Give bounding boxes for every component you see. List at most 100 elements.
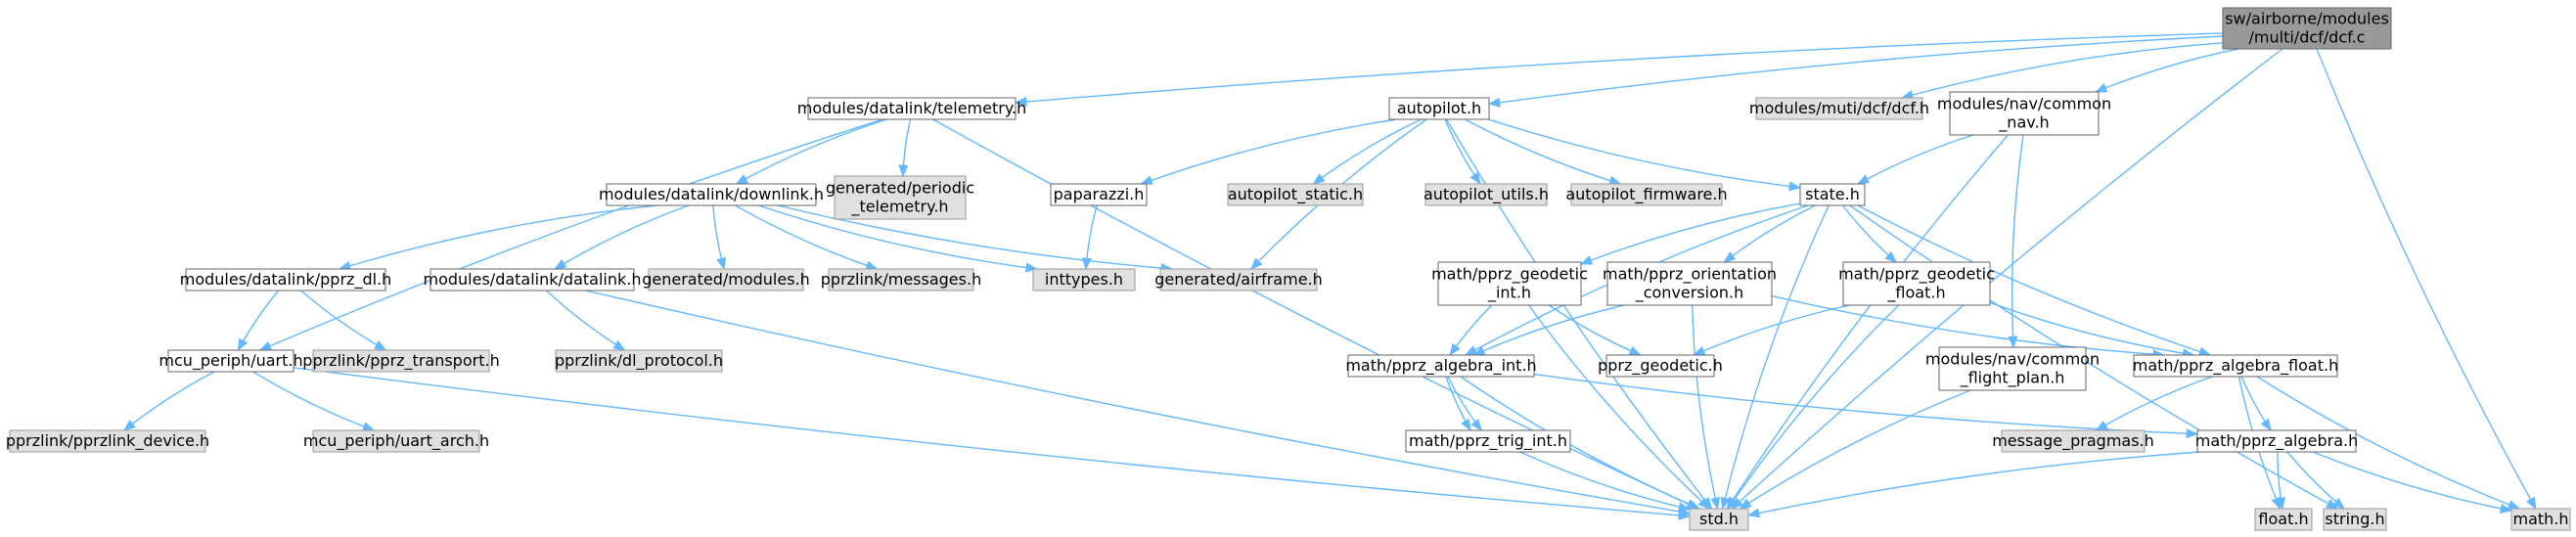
node-box-root xyxy=(2222,7,2392,50)
node-label: _nav.h xyxy=(1998,113,2049,133)
node-box-paparazzi xyxy=(1050,183,1148,206)
edges-layer xyxy=(122,32,2537,520)
node-pprz_geodetic[interactable]: pprz_geodetic.h xyxy=(1598,354,1723,378)
node-box-orientation xyxy=(1606,261,1773,306)
edge-autopilot-to-ap_firmware xyxy=(1465,118,1622,186)
node-gen_modules: generated/modules.h xyxy=(642,268,810,291)
edge-orientation-to-stdh xyxy=(1692,304,1721,511)
node-algebra_int[interactable]: math/pprz_algebra_int.h xyxy=(1345,354,1537,378)
node-label: mcu_periph/uart.h xyxy=(158,351,302,371)
edge-algebra-to-stdh xyxy=(1746,451,2200,518)
node-box-algebra xyxy=(2196,429,2357,453)
node-datalink[interactable]: modules/datalink/datalink.h xyxy=(424,268,642,291)
node-box-algebra_int xyxy=(1347,354,1535,378)
node-box-geodetic_int xyxy=(1437,261,1582,306)
node-label: pprzlink/messages.h xyxy=(821,270,981,289)
node-dl_protocol: pprzlink/dl_protocol.h xyxy=(555,349,723,373)
node-label: math/pprz_geodetic xyxy=(1838,265,1995,285)
node-box-pprz_geodetic xyxy=(1605,354,1715,378)
node-label: pprzlink/dl_protocol.h xyxy=(555,351,723,371)
node-box-pprz_dl xyxy=(185,268,386,291)
edge-geodetic_float-to-pprz_geodetic xyxy=(1693,304,1850,356)
edge-root-to-autopilot xyxy=(1487,35,2224,108)
node-algebra_float[interactable]: math/pprz_algebra_float.h xyxy=(2133,354,2338,378)
node-trig_int[interactable]: math/pprz_trig_int.h xyxy=(1405,429,1571,453)
edge-downlink-to-messages xyxy=(735,204,879,271)
node-label: _float.h xyxy=(1886,284,1945,303)
edge-navcommon-to-flight_plan xyxy=(2008,134,2024,349)
node-label: autopilot_utils.h xyxy=(1424,185,1549,204)
edge-autopilot-to-ap_static xyxy=(1312,118,1422,185)
node-label: math/pprz_trig_int.h xyxy=(1409,431,1567,451)
edge-datalink-to-dl_protocol xyxy=(545,290,626,351)
edge-orientation-to-algebra_int xyxy=(1472,304,1625,356)
edge-state-to-geodetic_int xyxy=(1579,202,1801,265)
node-uart_arch: mcu_periph/uart_arch.h xyxy=(303,429,489,453)
node-box-gen_modules xyxy=(648,268,804,291)
node-ap_utils: autopilot_utils.h xyxy=(1424,183,1549,206)
edge-geodetic_int-to-stdh xyxy=(1527,304,1711,510)
node-box-trig_int xyxy=(1405,429,1571,453)
node-pprz_transport: pprzlink/pprz_transport.h xyxy=(302,349,500,373)
edge-geodetic_float-to-algebra_float xyxy=(1989,301,2195,359)
node-downlink[interactable]: modules/datalink/downlink.h xyxy=(599,183,824,206)
node-box-algebra_float xyxy=(2133,354,2338,378)
node-label: math.h xyxy=(2512,510,2568,528)
node-telemetry[interactable]: modules/datalink/telemetry.h xyxy=(797,97,1027,120)
node-box-mathh xyxy=(2510,508,2571,531)
node-inttypes: inttypes.h xyxy=(1032,268,1136,291)
edge-state-to-geodetic_float xyxy=(1841,204,1898,263)
node-label: mcu_periph/uart_arch.h xyxy=(303,431,489,451)
node-box-ap_static xyxy=(1227,183,1364,206)
node-autopilot[interactable]: autopilot.h xyxy=(1388,97,1490,120)
node-stdh: std.h xyxy=(1689,508,1749,531)
edge-state-to-orientation xyxy=(1723,204,1816,263)
edge-geodetic_int-to-algebra_int xyxy=(1449,304,1493,357)
edge-telemetry-to-periodic xyxy=(898,118,912,178)
node-msg_pragmas: message_pragmas.h xyxy=(1992,429,2154,453)
node-floath: float.h xyxy=(2254,508,2313,531)
node-label: autopilot_static.h xyxy=(1228,185,1363,204)
node-box-stdh xyxy=(1689,508,1749,531)
node-algebra[interactable]: math/pprz_algebra.h xyxy=(2195,429,2359,453)
edge-navcommon-to-state xyxy=(1856,134,1974,185)
node-box-floath xyxy=(2254,508,2313,531)
edge-root-to-stdh xyxy=(1731,48,2283,510)
node-orientation[interactable]: math/pprz_orientation_conversion.h xyxy=(1603,261,1777,306)
node-label: pprzlink/pprz_transport.h xyxy=(302,351,499,371)
node-state[interactable]: state.h xyxy=(1799,183,1866,206)
node-mathh: math.h xyxy=(2510,508,2571,531)
node-box-state xyxy=(1799,183,1866,206)
edge-telemetry-to-uart xyxy=(258,118,883,351)
node-root[interactable]: sw/airborne/modules/multi/dcf/dcf.c xyxy=(2222,7,2392,50)
node-label: /multi/dcf/dcf.c xyxy=(2249,28,2366,47)
edge-algebra-to-floath xyxy=(2275,451,2285,511)
node-geodetic_float[interactable]: math/pprz_geodetic_float.h xyxy=(1838,261,1995,306)
node-label: generated/airframe.h xyxy=(1154,270,1323,289)
edge-algebra_float-to-msg_pragmas xyxy=(2095,376,2213,431)
node-label: float.h xyxy=(2258,510,2308,528)
node-messages: pprzlink/messages.h xyxy=(821,268,981,291)
node-uart[interactable]: mcu_periph/uart.h xyxy=(158,349,303,373)
node-label: math/pprz_geodetic xyxy=(1431,265,1588,285)
edge-downlink-to-gen_modules xyxy=(712,204,726,271)
node-box-dcfh xyxy=(1755,97,1923,120)
node-paparazzi[interactable]: paparazzi.h xyxy=(1050,183,1148,206)
node-box-messages xyxy=(828,268,974,291)
node-label: _int.h xyxy=(1487,284,1531,303)
edge-algebra-to-mathh xyxy=(2312,451,2513,514)
node-navcommon[interactable]: modules/nav/common_nav.h xyxy=(1937,91,2111,136)
edge-algebra_int-to-trig_int xyxy=(1447,376,1482,432)
edge-telemetry-to-downlink xyxy=(735,118,887,185)
node-box-pprz_transport xyxy=(312,349,490,373)
node-label: state.h xyxy=(1805,185,1860,203)
node-geodetic_int[interactable]: math/pprz_geodetic_int.h xyxy=(1431,261,1588,306)
edge-pprz_dl-to-pprz_transport xyxy=(300,290,387,351)
node-label: modules/datalink/datalink.h xyxy=(424,270,642,289)
node-pprz_dl[interactable]: modules/datalink/pprz_dl.h xyxy=(180,268,392,291)
edge-algebra_int-to-stdlib xyxy=(1445,376,1471,432)
node-flight_plan[interactable]: modules/nav/common_flight_plan.h xyxy=(1925,346,2100,391)
node-box-flight_plan xyxy=(1938,346,2087,391)
node-box-datalink xyxy=(429,268,635,291)
